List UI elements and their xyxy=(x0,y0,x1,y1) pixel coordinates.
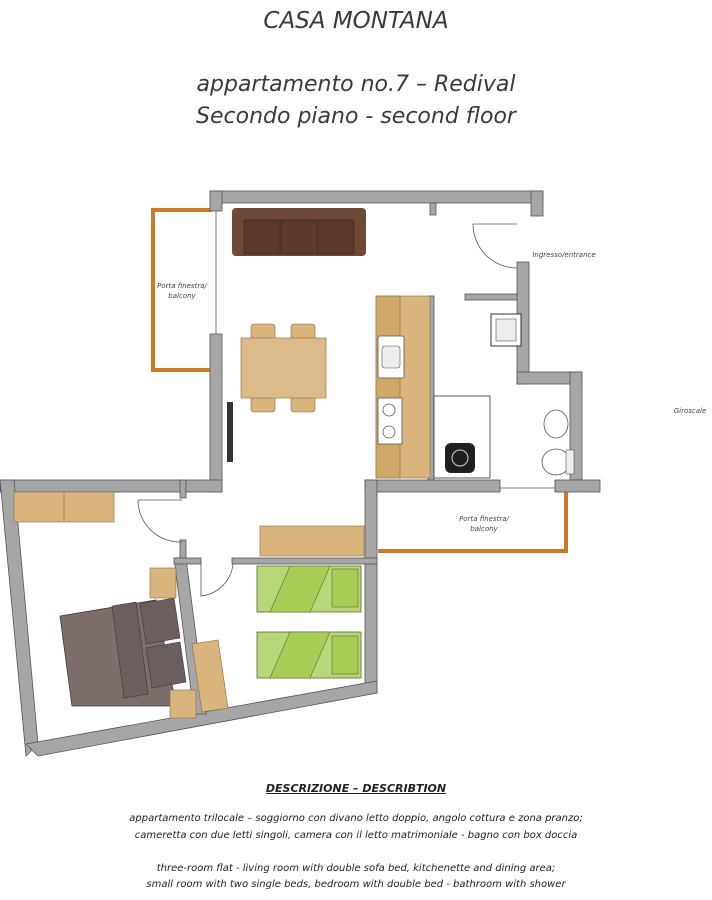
balcony-west-label-2: balcony xyxy=(168,292,196,300)
bedroom-wardrobe xyxy=(13,491,115,523)
balcony-west-label-1: Porta finestra/ xyxy=(157,282,207,290)
entrance-label: Ingresso/entrance xyxy=(532,251,595,259)
bathroom-fixtures xyxy=(433,313,575,479)
balcony-south xyxy=(378,491,568,553)
description-en-line-1: three-room flat - living room with doubl… xyxy=(156,863,556,874)
single-bed-2 xyxy=(256,631,362,679)
nightstand-2 xyxy=(169,689,197,719)
sofa xyxy=(232,208,366,256)
kitchenette xyxy=(375,295,431,479)
double-bed xyxy=(59,597,187,707)
balcony-west xyxy=(151,208,212,372)
single-bed-1 xyxy=(256,565,362,613)
nightstand-1 xyxy=(149,567,177,599)
doors xyxy=(137,211,555,597)
small-room-wardrobe xyxy=(259,525,365,557)
description-it-line-1: appartamento trilocale – soggiorno con d… xyxy=(129,813,583,824)
apartment-title: appartamento no.7 – Redival xyxy=(196,72,516,97)
floor-plan: Porta finestra/ balcony Ingresso/entranc… xyxy=(0,190,707,757)
description-it-line-2: cameretta con due letti singoli, camera … xyxy=(134,830,578,841)
description-en-line-2: small room with two single beds, bedroom… xyxy=(146,879,566,890)
floor-title: Secondo piano - second floor xyxy=(196,104,516,129)
building-name: CASA MONTANA xyxy=(263,8,449,34)
radiator xyxy=(227,402,233,462)
stairs-label: Giroscale xyxy=(674,407,707,415)
description-heading: DESCRIZIONE – DESCRIBTION xyxy=(265,782,447,795)
dresser xyxy=(191,639,229,713)
balcony-south-label-2: balcony xyxy=(470,525,498,533)
balcony-south-label-1: Porta finestra/ xyxy=(459,515,509,523)
walls xyxy=(0,190,601,757)
dining-table xyxy=(240,323,327,413)
